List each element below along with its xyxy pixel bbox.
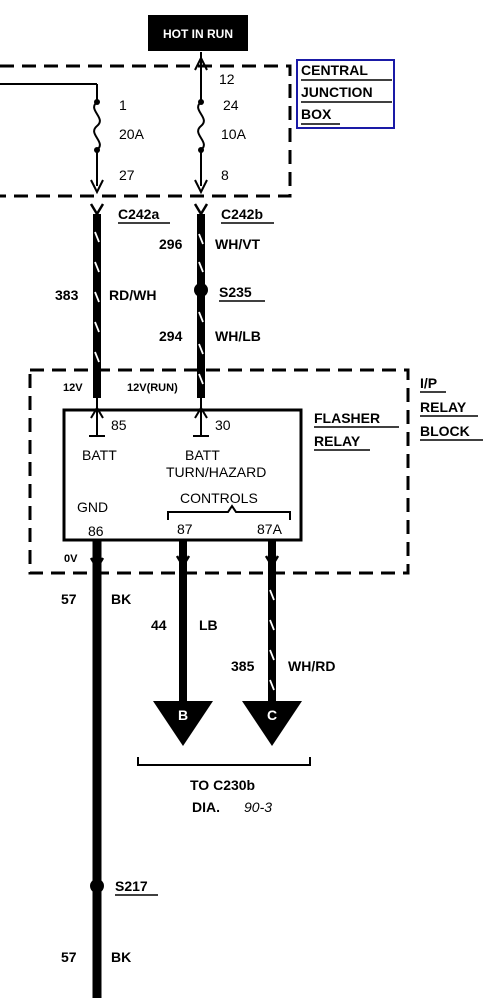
connector-c242a-symbol (89, 203, 105, 217)
pin86-connector (89, 557, 105, 571)
relay-block-name-1: I/P (420, 375, 437, 391)
destination-bracket (137, 757, 311, 766)
pin87-label: 87 (177, 521, 193, 537)
hot-in-run-label: HOT IN RUN (163, 27, 233, 41)
wire-385-stripe (269, 589, 275, 691)
fuse-a-in-pin: 1 (119, 97, 127, 113)
pin87a-label: 87A (257, 521, 283, 537)
wire-383-circuit: 383 (55, 287, 79, 303)
fuse-b (194, 52, 208, 195)
wire-57-top-circuit: 57 (61, 591, 77, 607)
destination-dia-ref: 90-3 (244, 799, 272, 815)
wire-294-stripe (198, 311, 204, 385)
destination-c-label: C (267, 707, 277, 723)
pin85-arrow (90, 406, 104, 419)
cjb-name-line-2: JUNCTION (301, 84, 373, 100)
splice-s217-label: S217 (115, 878, 148, 894)
wire-44-circuit: 44 (151, 617, 167, 633)
pin86-label: 86 (88, 523, 104, 539)
connector-c242b-symbol (193, 203, 209, 217)
fuse-a (90, 84, 104, 195)
pin85-label: 85 (111, 417, 127, 433)
flasher-relay-name-2: RELAY (314, 433, 361, 449)
wire-383-stripe (94, 231, 100, 363)
relay-block-voltage-12v: 12V (63, 382, 83, 394)
connector-c242b-label: C242b (221, 206, 263, 222)
wire-294-circuit: 294 (159, 328, 183, 344)
destination-b-label: B (178, 707, 188, 723)
wire-44-color: LB (199, 617, 218, 633)
cjb-name-line-1: CENTRAL (301, 62, 368, 78)
destination-c-arrow (242, 701, 302, 746)
relay-block-outline (28, 368, 410, 575)
connector-c242a-label: C242a (118, 206, 159, 222)
controls-brace (167, 504, 291, 520)
relay-block-name-2: RELAY (420, 399, 467, 415)
wire-57-bottom-color: BK (111, 949, 131, 965)
destination-b-arrow (153, 701, 213, 746)
destination-dia-label: DIA. (192, 799, 220, 815)
splice-s217-dot (90, 879, 104, 893)
pin30-batt-label: BATT (185, 447, 220, 463)
pin85-batt-label: BATT (82, 447, 117, 463)
fuse-a-rating: 20A (119, 126, 145, 142)
splice-s235-label: S235 (219, 284, 252, 300)
hot-in-run-badge (148, 15, 248, 51)
pin30-arrow (194, 406, 208, 419)
gnd-label: GND (77, 499, 108, 515)
destination-to-label: TO C230b (190, 777, 255, 793)
flasher-relay-name-1: FLASHER (314, 410, 380, 426)
fuse-b-in-pin: 24 (223, 97, 239, 113)
wire-383-color: RD/WH (109, 287, 156, 303)
fuse-b-out-pin: 8 (221, 167, 229, 183)
wire-296-circuit: 296 (159, 236, 183, 252)
wire-296-color: WH/VT (215, 236, 261, 252)
wire-294-color: WH/LB (215, 328, 261, 344)
relay-block-voltage-0v: 0V (64, 553, 78, 565)
fuse-b-rating: 10A (221, 126, 247, 142)
cjb-name-highlight-box (296, 59, 395, 129)
central-junction-box-outline (0, 64, 292, 198)
wire-57-top-color: BK (111, 591, 131, 607)
cjb-name-line-3: BOX (301, 106, 332, 122)
wire-296-stripe (198, 233, 204, 273)
wire-385-circuit: 385 (231, 658, 255, 674)
turn-hazard-label: TURN/HAZARD (166, 464, 266, 480)
fuse-b-top-pin: 12 (219, 71, 235, 87)
relay-block-name-3: BLOCK (420, 423, 470, 439)
pin87-connector (175, 555, 191, 569)
pin87a-connector (264, 555, 280, 569)
pin30-label: 30 (215, 417, 231, 433)
fuse-a-out-pin: 27 (119, 167, 135, 183)
controls-label: CONTROLS (180, 490, 258, 506)
wire-385-color: WH/RD (288, 658, 335, 674)
wire-57-bottom-circuit: 57 (61, 949, 77, 965)
relay-block-voltage-12v-run: 12V(RUN) (127, 382, 178, 394)
